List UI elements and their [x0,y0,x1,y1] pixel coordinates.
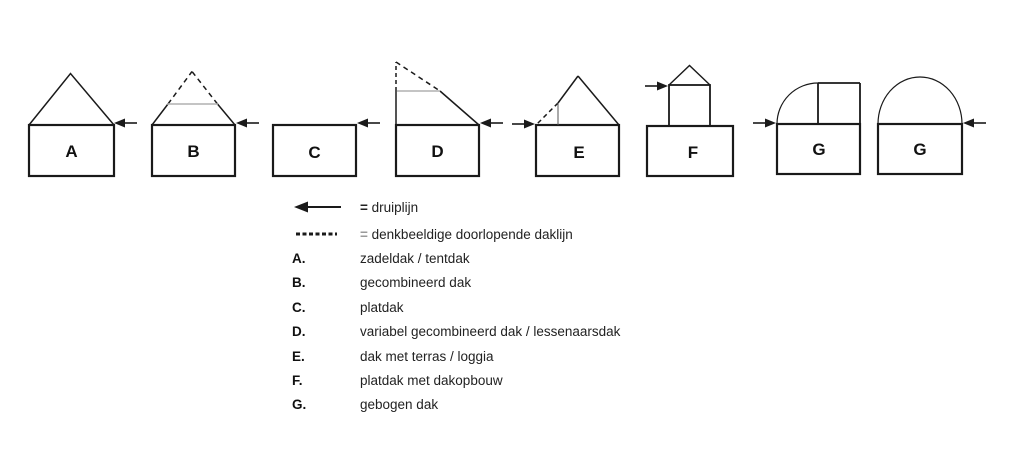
house-f-label: F [687,143,699,162]
curved-roofline [776,82,819,125]
imaginary-roofline [535,102,559,126]
house-d-label: D [431,142,444,161]
house-b-label: B [187,142,200,161]
legend-key: E. [292,348,305,364]
druiplijn-label: druiplijn [371,200,419,215]
house-c-label: C [308,143,321,162]
druiplijn-arrow-icon [236,118,259,128]
curved-roofline [877,76,963,125]
druiplijn-arrow-icon [114,118,137,128]
druiplijn-arrow-icon [512,119,535,129]
legend-key: F. [292,372,303,388]
daklijn-label: denkbeeldige doorlopende daklijn [371,227,573,242]
legend-text: dak met terras / loggia [360,348,494,364]
equals-sign: = [360,227,368,242]
house-g1-shape [753,82,862,176]
druiplijn-arrow-icon [357,118,380,128]
house-a-shape [27,72,137,178]
druiplijn-arrow-icon [753,118,776,128]
legend-text: variabel gecombineerd dak / lessenaarsda… [360,323,621,339]
legend-text: gebogen dak [360,397,439,413]
equals-sign: = [360,200,368,215]
house-a-label: A [65,142,78,161]
house-c-shape [271,118,380,178]
druiplijn-arrow-icon [645,81,668,91]
house-b-shape [150,71,259,178]
house-d-shape [394,61,503,178]
legend-key: B. [292,275,306,290]
legend-row-druiplijn: = druiplijn [360,200,418,215]
house-g2-shape [876,76,986,176]
legend-row-daklijn: = denkbeeldige doorlopende daklijn [360,227,573,242]
house-g1-label: G [812,140,826,159]
imaginary-roofline [395,61,441,92]
legend-druiplijn-arrow-icon [294,201,341,213]
house-e-shape [512,75,621,178]
legend-key: C. [292,299,306,315]
legend-text: platdak [360,299,404,315]
house-f-shape [645,64,735,178]
house-e-label: E [573,143,585,162]
druiplijn-arrow-icon [480,118,503,128]
legend-text: gecombineerd dak [360,275,472,290]
imaginary-roofline [167,71,219,105]
legend-text: zadeldak / tentdak [360,250,470,266]
druiplijn-arrow-icon [963,118,986,128]
legend-key: G. [292,397,307,413]
legend-text: platdak met dakopbouw [360,372,503,388]
house-g2-label: G [913,140,927,159]
legend-key: A. [292,250,306,266]
legend-key: D. [292,323,306,339]
